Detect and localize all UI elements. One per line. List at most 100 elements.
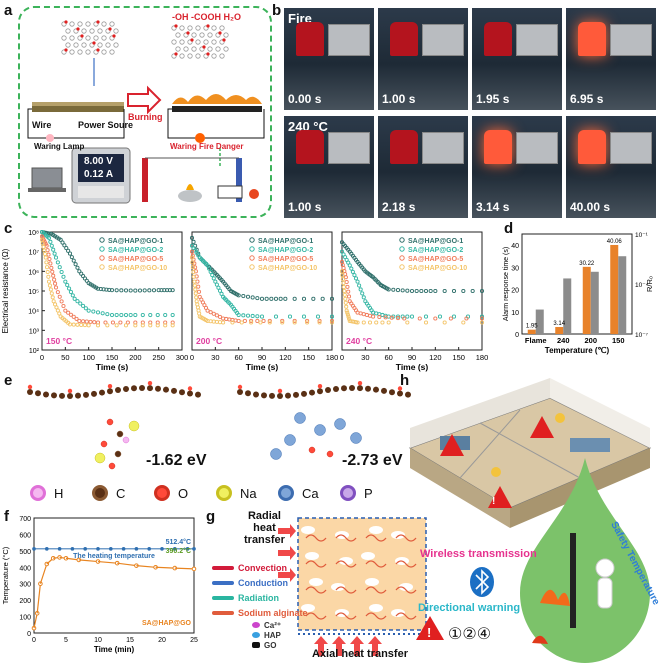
carbon-atom (195, 391, 201, 398)
x-tick-label: 100 (82, 353, 95, 362)
data-point (91, 309, 96, 314)
data-point (451, 314, 457, 319)
carbon-atom (131, 385, 137, 392)
warning-triangle-2 (488, 486, 512, 508)
radial-arrow (278, 524, 296, 538)
data-point (48, 287, 53, 292)
bar-resistance (535, 309, 544, 334)
atom-swatch (278, 485, 294, 501)
data-point (221, 316, 226, 321)
photo-fire-3: 1.95 s (472, 8, 562, 110)
data-point (405, 314, 410, 319)
radial-word-1: Radial (247, 510, 281, 522)
data-point (81, 303, 86, 308)
data-point (123, 288, 129, 293)
sample-line (136, 565, 156, 568)
atom-symbol: Na (240, 485, 257, 501)
carbon-atom (59, 392, 65, 399)
photo-fire-4: 6.95 s (566, 8, 656, 110)
legend-label: SA@HAP@GO-1 (108, 238, 163, 245)
data-point (48, 239, 53, 244)
atom-swatch (216, 485, 232, 501)
data-point (236, 312, 241, 318)
data-point (50, 295, 55, 300)
alginate-chain (365, 560, 387, 568)
graphene-hex (187, 39, 193, 45)
data-point (428, 288, 433, 294)
temperature-label: 240 °C (346, 336, 372, 346)
carbon-atom (373, 386, 379, 393)
carbon-atom (309, 389, 315, 396)
data-point (419, 288, 424, 294)
atom-symbol: Ca (302, 485, 319, 501)
alginate-chain (305, 560, 327, 568)
panel-d-chart: 01020304010⁻⁷10⁻⁴10⁻¹1.95Flame3.1424030.… (503, 232, 654, 355)
graphene-hex (101, 49, 107, 55)
data-point (205, 263, 210, 268)
data-point (241, 294, 246, 299)
graphene-hex (207, 32, 213, 38)
data-point (305, 318, 310, 323)
alarm-lamp (390, 130, 418, 164)
data-point (40, 241, 45, 246)
carbon-atom (365, 385, 371, 392)
axial-label: Axial heat transfer (312, 648, 408, 660)
y-axis-right-label: R/R₀ (645, 276, 654, 292)
y-tick-label: 400 (19, 565, 31, 572)
data-point (283, 296, 288, 301)
oxygen-atom (64, 20, 68, 24)
data-point (103, 320, 108, 325)
graphene-hex (223, 46, 229, 52)
data-point (343, 296, 348, 301)
data-point (82, 323, 87, 328)
alginate-chain (365, 586, 387, 594)
y-tick-label: 10⁷ (29, 250, 40, 257)
data-point (44, 260, 49, 265)
bar-value-label: 40.06 (607, 239, 623, 245)
graphene-hex (85, 21, 91, 27)
graphene-hex (191, 46, 197, 52)
data-point (123, 323, 129, 328)
data-point (49, 291, 54, 296)
carbon-atom (123, 385, 129, 392)
heat-legend-swatch (252, 642, 260, 648)
heat-legend-swatch (212, 610, 234, 615)
legend-label: SA@HAP@GO-1 (408, 238, 463, 245)
y-tick-label: 10² (29, 348, 40, 355)
pore (391, 609, 405, 617)
data-point (123, 312, 129, 318)
data-point (451, 288, 457, 294)
data-point (341, 285, 346, 290)
data-point (470, 288, 475, 294)
data-point (67, 322, 73, 327)
x-tick-label: 150 (452, 353, 465, 362)
data-point (249, 320, 254, 325)
graphene-hex (101, 35, 107, 41)
carbon-atom (333, 385, 339, 392)
alginate-chain (335, 534, 357, 542)
x-tick-label: 0 (340, 353, 344, 362)
alginate-chain (305, 534, 327, 542)
data-point (53, 281, 58, 286)
data-point (278, 296, 283, 301)
data-point (219, 291, 224, 296)
data-point (67, 286, 72, 291)
x-tick-label: 150 (106, 353, 119, 362)
alginate-chain (305, 586, 327, 594)
data-point (42, 251, 48, 257)
x-tick-label: 30 (211, 353, 219, 362)
pore (309, 578, 323, 586)
power-supply (610, 24, 652, 56)
data-point (245, 294, 251, 299)
data-point (50, 269, 55, 274)
graphene-hex (61, 49, 67, 55)
panel-f-letter: f (4, 508, 9, 525)
category-label: 240 (557, 336, 570, 345)
data-point (344, 280, 349, 285)
data-point (259, 314, 265, 319)
oxygen-atom (92, 41, 96, 45)
data-point (250, 295, 255, 300)
graphene-hex (97, 28, 103, 34)
panel-h-illustration: ! ! (408, 378, 652, 663)
